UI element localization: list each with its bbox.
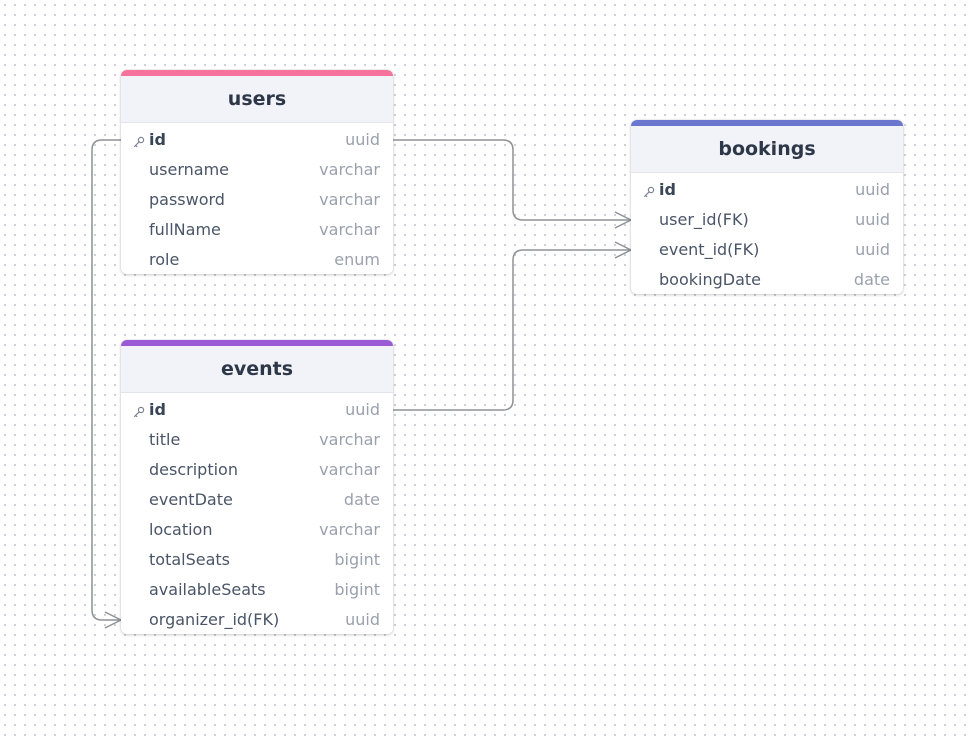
field-row-eventdate[interactable]: eventDate date xyxy=(121,484,393,514)
field-name: id xyxy=(659,179,676,199)
field-row-id[interactable]: id uuid xyxy=(121,394,393,424)
field-name: id xyxy=(149,129,166,149)
field-type: varchar xyxy=(319,189,380,209)
field-row-totalseats[interactable]: totalSeats bigint xyxy=(121,544,393,574)
table-title: events xyxy=(121,346,393,393)
field-row-title[interactable]: title varchar xyxy=(121,424,393,454)
field-name: id xyxy=(149,399,166,419)
field-name: bookingDate xyxy=(659,269,761,289)
table-title: bookings xyxy=(631,126,903,173)
connector-users-bookings[interactable] xyxy=(393,139,632,229)
field-name: organizer_id(FK) xyxy=(149,609,280,629)
field-type: varchar xyxy=(319,519,380,539)
field-name: username xyxy=(149,159,229,179)
table-accent-bar xyxy=(121,340,393,346)
key-icon xyxy=(133,133,145,148)
field-name: user_id(FK) xyxy=(659,209,749,229)
field-row-bookingdate[interactable]: bookingDate date xyxy=(631,264,903,294)
connector-events-bookings[interactable] xyxy=(393,241,632,411)
field-row-event-id-fk[interactable]: event_id(FK) uuid xyxy=(631,234,903,264)
users-table[interactable]: users id uuid username varchar password varch… xyxy=(121,70,393,274)
events-table[interactable]: events id uuid title varchar description varc… xyxy=(121,340,393,634)
field-row-user-id-fk[interactable]: user_id(FK) uuid xyxy=(631,204,903,234)
field-name: title xyxy=(149,429,181,449)
field-name: description xyxy=(149,459,238,479)
field-row-role[interactable]: role enum xyxy=(121,244,393,274)
field-type: uuid xyxy=(345,399,380,419)
field-type: uuid xyxy=(345,609,380,629)
field-row-fullname[interactable]: fullName varchar xyxy=(121,214,393,244)
table-title: users xyxy=(121,76,393,123)
key-icon xyxy=(133,403,145,418)
field-type: uuid xyxy=(855,179,890,199)
field-type: varchar xyxy=(319,459,380,479)
field-name: event_id(FK) xyxy=(659,239,760,259)
field-type: varchar xyxy=(319,159,380,179)
field-row-id[interactable]: id uuid xyxy=(631,174,903,204)
field-type: date xyxy=(853,269,890,289)
field-type: varchar xyxy=(319,429,380,449)
field-type: varchar xyxy=(319,219,380,239)
table-accent-bar xyxy=(631,120,903,126)
field-type: enum xyxy=(334,249,380,269)
field-row-password[interactable]: password varchar xyxy=(121,184,393,214)
field-type: bigint xyxy=(334,579,380,599)
connector-users-events-organizer[interactable] xyxy=(91,139,122,629)
table-accent-bar xyxy=(121,70,393,76)
field-name: eventDate xyxy=(149,489,233,509)
field-name: availableSeats xyxy=(149,579,266,599)
field-list: id uuid title varchar description varchar even… xyxy=(121,393,393,634)
field-row-description[interactable]: description varchar xyxy=(121,454,393,484)
field-row-id[interactable]: id uuid xyxy=(121,124,393,154)
field-name: password xyxy=(149,189,225,209)
key-icon xyxy=(643,183,655,198)
field-row-availableseats[interactable]: availableSeats bigint xyxy=(121,574,393,604)
field-name: role xyxy=(149,249,180,269)
field-type: uuid xyxy=(345,129,380,149)
field-name: totalSeats xyxy=(149,549,230,569)
field-type: date xyxy=(343,489,380,509)
field-row-organizer-id-fk[interactable]: organizer_id(FK) uuid xyxy=(121,604,393,634)
field-type: uuid xyxy=(855,239,890,259)
field-name: location xyxy=(149,519,213,539)
field-type: bigint xyxy=(334,549,380,569)
field-row-username[interactable]: username varchar xyxy=(121,154,393,184)
field-type: uuid xyxy=(855,209,890,229)
field-row-location[interactable]: location varchar xyxy=(121,514,393,544)
field-name: fullName xyxy=(149,219,221,239)
